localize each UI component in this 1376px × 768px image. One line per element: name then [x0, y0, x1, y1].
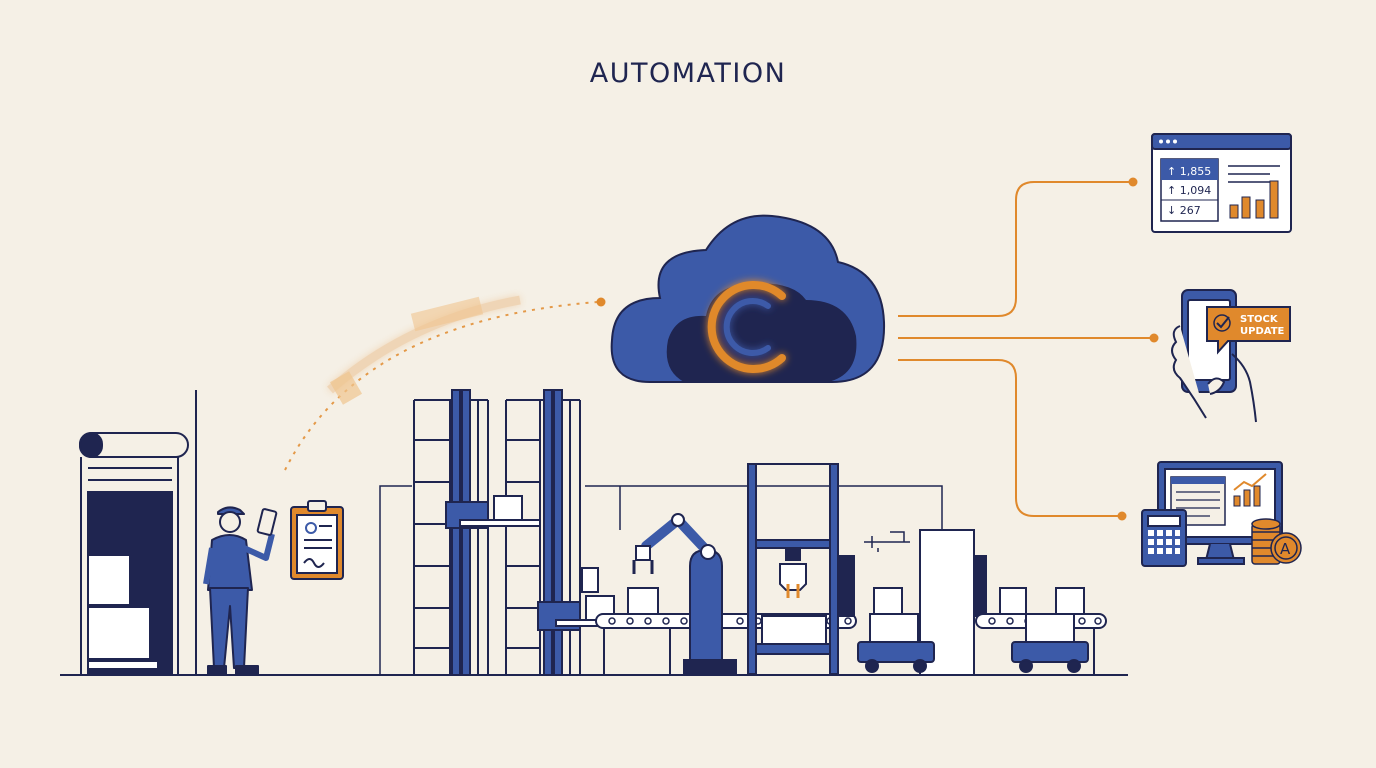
notification-line-1: STOCK: [1240, 314, 1279, 325]
connector-dot-dashboard: [1128, 177, 1138, 187]
rack-shuttle-upper: [445, 495, 541, 529]
coins-icon: [1251, 518, 1302, 565]
stock-update-notification: [1206, 306, 1291, 355]
agv-icon-2: [1011, 613, 1089, 673]
gantry-press: [747, 463, 839, 675]
worker-icon: [203, 506, 278, 675]
warehouse-door: [79, 390, 197, 676]
factory-background-lines: [379, 485, 943, 675]
storage-rack-left: [413, 389, 489, 676]
dashboard-window-icon: [1151, 133, 1292, 233]
logo-c-icon: [707, 281, 786, 373]
notification-line-2: UPDATE: [1240, 326, 1285, 337]
conveyor-belt: [595, 587, 857, 675]
dashboard-stat-2: ↑ 1,094: [1167, 184, 1211, 197]
clipboard-icon: [290, 500, 344, 580]
arc-endpoint: [596, 297, 606, 307]
dashboard-stat-1: ↑ 1,855: [1167, 165, 1211, 178]
data-flow-arc: [284, 295, 599, 471]
connector-dot-phone: [1149, 333, 1159, 343]
robot-arm-icon: [632, 513, 737, 676]
diagram-title: AUTOMATION: [589, 58, 787, 89]
wall-brackets: [864, 531, 910, 552]
dashboard-stat-3: ↓ 267: [1167, 204, 1201, 217]
storage-rack-right: [505, 389, 581, 676]
calculator-icon: [1141, 509, 1187, 567]
connector-dot-finance: [1117, 511, 1127, 521]
coin-letter: A: [1280, 540, 1291, 558]
connectors: [898, 181, 1152, 517]
agv-icon: [857, 587, 935, 673]
